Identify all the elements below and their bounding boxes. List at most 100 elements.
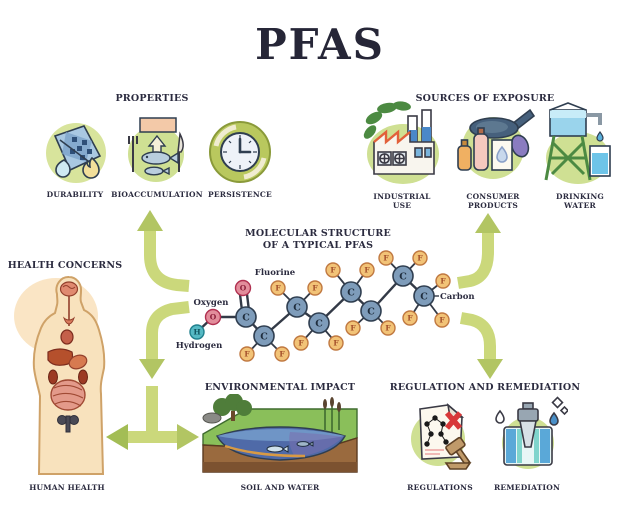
durability-icon [46, 123, 106, 183]
fork-icon [128, 136, 138, 172]
rock-icon [202, 412, 222, 424]
soil-and-water-icon [202, 394, 358, 473]
sparkle-icon [551, 396, 564, 409]
svg-text:F: F [298, 339, 304, 348]
thyroid-icon [62, 316, 76, 325]
gavel-icon [445, 436, 471, 466]
pond-water [215, 426, 347, 461]
molecule-heading-line1: MOLECULAR STRUCTURE [245, 228, 391, 239]
durability-label: DURABILITY [46, 190, 104, 199]
brain-icon [59, 281, 79, 297]
consumer-products-label: CONSUMER PRODUCTS [466, 192, 520, 211]
molecule-heading-line2: OF A TYPICAL PFAS [262, 239, 374, 251]
svg-text:O: O [240, 284, 247, 293]
knife-icon [177, 131, 184, 172]
fish-icon [266, 441, 314, 453]
regulations-label: REGULATIONS [407, 483, 473, 492]
hydrogen-label: Hydrogen [176, 341, 223, 351]
remediation-icon [495, 396, 568, 469]
filter-unit [503, 402, 553, 466]
heart-icon [60, 329, 74, 345]
svg-text:F: F [417, 254, 423, 263]
human-body-icon [14, 275, 106, 475]
tower-frame [544, 135, 592, 181]
clock-hands [238, 137, 252, 154]
arrow-head-up-right [475, 213, 501, 233]
persistence-label: PERSISTENCE [208, 190, 272, 199]
regulations-icon [411, 402, 472, 470]
water-drop-icon [55, 159, 71, 178]
svg-text:C: C [293, 303, 301, 314]
svg-text:F: F [440, 277, 446, 286]
frying-pan-icon [469, 108, 536, 139]
svg-text:F: F [407, 314, 413, 323]
drinking-water-label: DRINKING WATER [556, 192, 604, 211]
svg-text:F: F [383, 254, 389, 263]
carbon-label: Carbon [440, 292, 475, 302]
kidney-icon [78, 369, 88, 385]
water-glass [589, 145, 611, 177]
reeds-icon [323, 397, 341, 432]
pelvic-organs-icon [57, 415, 79, 433]
svg-text:O: O [210, 313, 217, 322]
food-tray [139, 117, 177, 133]
svg-text:F: F [279, 350, 285, 359]
svg-text:F: F [330, 266, 336, 275]
svg-text:F: F [350, 324, 356, 333]
water-drop-icon [495, 409, 505, 424]
red-x-icon [444, 411, 463, 430]
remediation-label: REMEDIATION [493, 483, 561, 492]
svg-text:F: F [244, 350, 250, 359]
svg-text:H: H [193, 328, 200, 337]
svg-text:F: F [312, 284, 318, 293]
svg-text:C: C [260, 332, 268, 343]
soil-and-water-label: SOIL AND WATER [240, 483, 320, 492]
svg-text:F: F [439, 316, 445, 325]
properties-heading: PROPERTIES [115, 93, 189, 104]
svg-text:C: C [420, 292, 428, 303]
environment-heading: ENVIRONMENTAL IMPACT [204, 382, 356, 393]
fish-icon [141, 151, 179, 176]
svg-text:C: C [315, 319, 323, 330]
persistence-icon [209, 121, 271, 183]
leaves-icon [363, 101, 411, 139]
regulation-heading: REGULATION AND REMEDIATION [389, 382, 581, 393]
arrow-head-up-left [137, 210, 163, 231]
svg-text:C: C [399, 272, 407, 283]
water-tank [549, 102, 587, 137]
consumer-products-icon [457, 108, 536, 179]
sparkle-icon [559, 405, 568, 416]
flame-icon [82, 156, 100, 179]
svg-text:F: F [333, 339, 339, 348]
sources-heading: SOURCES OF EXPOSURE [415, 93, 555, 104]
oxygen-label: Oxygen [194, 298, 229, 308]
product-box [491, 139, 513, 171]
svg-text:C: C [347, 288, 355, 299]
svg-text:C: C [367, 307, 375, 318]
bioaccumulation-label: BIOACCUMULATION [111, 190, 203, 199]
molecule-pattern [424, 415, 449, 447]
soil-deep-layer [203, 462, 357, 472]
kidney-icon [48, 369, 58, 385]
bioaccumulation-icon [128, 117, 184, 182]
industrial-use-label: INDUSTRIAL USE [373, 192, 431, 211]
page-title: PFAS [255, 20, 385, 69]
drinking-water-icon [544, 102, 611, 184]
oxygen-atoms: O O [204, 279, 252, 326]
fluorine-atoms: F F F F F F F F F F F F F F F [239, 250, 451, 362]
svg-text:F: F [385, 324, 391, 333]
svg-text:C: C [242, 313, 250, 324]
water-drop-icon [549, 411, 559, 426]
organs [47, 281, 88, 433]
carbon-atoms: C C C C C C C C [235, 265, 435, 347]
faucet-icon [586, 113, 604, 142]
cosmetic-bottle-orange [457, 139, 472, 171]
arrow-head-down-left [139, 359, 165, 379]
industrial-use-icon [363, 101, 439, 184]
arrow-head-down-right [477, 359, 503, 379]
hydrogen-atom: H [189, 324, 205, 340]
svg-text:F: F [364, 266, 370, 275]
stomach-icon [68, 354, 88, 370]
gavel-base [444, 462, 472, 470]
